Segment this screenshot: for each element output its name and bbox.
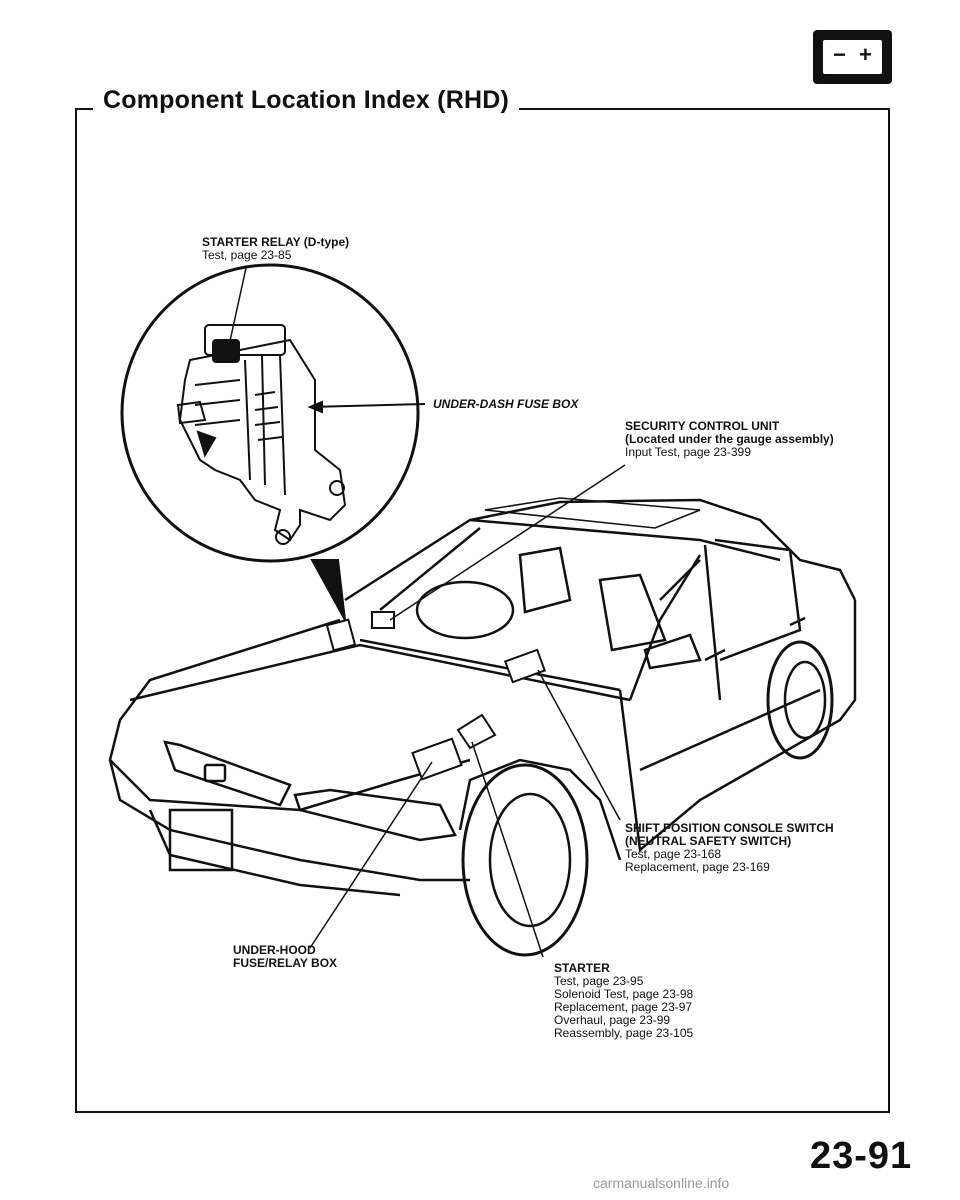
label-security-control-unit-note: (Located under the gauge assembly)	[625, 432, 834, 446]
label-security-control-unit-name: SECURITY CONTROL UNIT	[625, 419, 780, 433]
leader-under-dash-fuse-box	[309, 403, 426, 408]
leader-starter-relay	[227, 267, 247, 351]
car-body-drawing	[108, 497, 857, 957]
label-starter-name: STARTER	[554, 961, 610, 975]
label-shift-position-switch: SHIFT POSITION CONSOLE SWITCH (NEUTRAL S…	[625, 822, 834, 874]
label-starter-line-2: Solenoid Test, page 23-98	[554, 987, 694, 1001]
label-starter-line-3: Replacement, page 23-97	[554, 1000, 693, 1014]
plus-terminal-icon: +	[859, 42, 872, 67]
page-title-container: Component Location Index (RHD)	[93, 86, 519, 115]
console-switch-marker	[503, 648, 547, 684]
leader-shift-position-switch	[537, 669, 621, 821]
label-starter-relay: STARTER RELAY (D-type) Test, page 23-85	[202, 236, 349, 262]
label-starter-line-4: Overhaul, page 23-99	[554, 1013, 671, 1027]
battery-icon: − +	[813, 30, 892, 84]
leader-security-control-unit	[389, 464, 626, 621]
battery-icon-face: − +	[823, 40, 882, 74]
security-unit-marker	[371, 611, 395, 629]
page-title: Component Location Index (RHD)	[103, 86, 509, 114]
label-starter-relay-line-1: Test, page 23-85	[202, 248, 292, 262]
label-starter-relay-name: STARTER RELAY (D-type)	[202, 235, 350, 249]
label-under-hood-name2: FUSE/RELAY BOX	[233, 956, 338, 970]
fuse-box-inset-circle	[120, 263, 420, 563]
label-shift-position-switch-name: SHIFT POSITION CONSOLE SWITCH	[625, 821, 834, 835]
page-number: 23-91	[810, 1135, 913, 1177]
starter-marker	[456, 713, 497, 750]
leader-under-hood-fuse-relay-box	[309, 761, 433, 949]
label-shift-position-switch-line-1: Test, page 23-168	[625, 847, 722, 861]
label-under-dash-fuse-box-name: UNDER-DASH FUSE BOX	[433, 397, 579, 411]
label-under-hood-fuse-relay-box: UNDER-HOOD FUSE/RELAY BOX	[233, 944, 337, 970]
label-starter-line-1: Test, page 23-95	[554, 974, 644, 988]
label-security-control-unit: SECURITY CONTROL UNIT (Located under the…	[625, 420, 834, 459]
callout-pointer	[310, 559, 346, 621]
under-dash-fuse-box-drawing	[176, 324, 347, 545]
label-security-control-unit-line-1: Input Test, page 23-399	[625, 445, 751, 459]
label-starter-line-5: Reassembly, page 23-105	[554, 1026, 694, 1040]
footer-watermark: carmanualsonline.info	[593, 1175, 730, 1191]
label-under-hood-name: UNDER-HOOD	[233, 943, 316, 957]
label-starter: STARTER Test, page 23-95 Solenoid Test, …	[554, 962, 693, 1040]
relay-marker	[325, 618, 357, 652]
label-under-dash-fuse-box: UNDER-DASH FUSE BOX	[433, 398, 578, 411]
label-shift-position-switch-line-2: Replacement, page 23-169	[625, 860, 770, 874]
leader-starter	[471, 741, 544, 958]
minus-terminal-icon: −	[833, 42, 846, 67]
label-shift-position-switch-name2: (NEUTRAL SAFETY SWITCH)	[625, 834, 792, 848]
fuse-relay-box-marker	[411, 737, 463, 781]
